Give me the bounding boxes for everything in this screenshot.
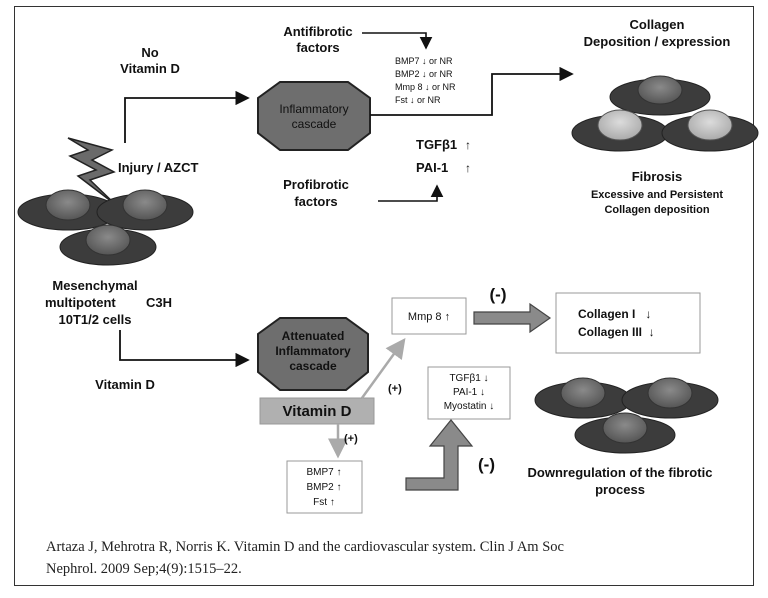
anti-factor-list: BMP7 ↓ or NR BMP2 ↓ or NR Mmp 8 ↓ or NR … — [395, 56, 456, 105]
attenuated-label-2: Inflammatory — [275, 344, 351, 358]
anti-item: BMP2 ↓ or NR — [395, 69, 453, 79]
bmp-item: BMP2 ↑ — [306, 482, 341, 493]
cell-cluster-injured — [17, 189, 194, 266]
tgf-label: TGFβ1 — [416, 137, 457, 152]
collagen-title: Collagen — [630, 17, 685, 32]
mmp8-label: Mmp 8 ↑ — [408, 311, 450, 323]
arrow-vitd-to-mmp8 — [360, 337, 406, 399]
cell-cluster-downregulated — [534, 377, 719, 454]
arrow-to-inflammatory — [124, 90, 250, 143]
inflammatory-label: Inflammatory — [279, 102, 348, 116]
pai-up-arrow: ↑ — [465, 161, 471, 175]
downregulation-label-2: process — [595, 482, 645, 497]
inflammatory-cascade-node — [257, 81, 371, 151]
inflammatory-label-2: cascade — [292, 117, 337, 131]
mmp8-box — [391, 297, 467, 335]
collagen-iii-label: Collagen III ↓ — [578, 325, 655, 339]
vitamin-d-bar-label: Vitamin D — [283, 403, 352, 420]
vitamin-d-label: Vitamin D — [95, 377, 155, 392]
arrow-profibrotic — [378, 184, 444, 202]
mid-factor-box — [427, 366, 511, 420]
cells-label-2: multipotent — [45, 295, 116, 310]
fibrosis-sub-2: Collagen deposition — [604, 204, 709, 216]
attenuated-label-1: Attenuated — [282, 329, 345, 343]
attenuated-label-3: cascade — [289, 359, 337, 373]
profibrotic-label-2: factors — [294, 194, 337, 209]
cell-cluster-fibrotic — [571, 75, 759, 152]
collagen-i-label: Collagen I ↓ — [578, 307, 651, 321]
no-vitamin-d-label-2: Vitamin D — [120, 61, 180, 76]
mid-item: PAI-1 ↓ — [453, 387, 485, 398]
injury-label: Injury / AZCT — [118, 160, 198, 175]
citation-line-2: Nephrol. 2009 Sep;4(9):1515–22. — [46, 561, 242, 577]
cells-label-2b: C3H — [146, 295, 172, 310]
mid-item: TGFβ1 ↓ — [449, 373, 488, 384]
cells-label-1: Mesenchymal — [52, 278, 137, 293]
vitamin-d-bar — [259, 397, 375, 425]
downregulation-label-1: Downregulation of the fibrotic — [528, 465, 713, 480]
plus-label-2: (+) — [344, 433, 358, 445]
block-arrow-up — [405, 419, 474, 491]
antifibrotic-label: Antifibrotic — [283, 24, 352, 39]
profibrotic-label: Profibrotic — [283, 177, 349, 192]
bmp-box — [286, 460, 363, 514]
bmp-item: BMP7 ↑ — [306, 467, 341, 478]
plus-label-1: (+) — [388, 383, 402, 395]
pai-label: PAI-1 — [416, 160, 448, 175]
citation-line-1: Artaza J, Mehrotra R, Norris K. Vitamin … — [46, 539, 564, 555]
collagen-title-2: Deposition / expression — [584, 34, 731, 49]
fibrosis-label: Fibrosis — [632, 169, 683, 184]
bmp-item: Fst ↑ — [313, 497, 335, 508]
cells-label-3: 10T1/2 cells — [59, 312, 132, 327]
minus-label-2: (-) — [478, 455, 495, 474]
antifibrotic-label-2: factors — [296, 40, 339, 55]
collagen-box — [555, 292, 701, 354]
mid-item: Myostatin ↓ — [444, 401, 495, 412]
arrow-to-collagen — [370, 66, 574, 116]
attenuated-cascade-node — [257, 317, 369, 391]
arrow-to-attenuated — [119, 330, 250, 368]
anti-item: Mmp 8 ↓ or NR — [395, 82, 456, 92]
anti-item: Fst ↓ or NR — [395, 95, 441, 105]
anti-item: BMP7 ↓ or NR — [395, 56, 453, 66]
minus-label-1: (-) — [490, 285, 507, 304]
fibrosis-sub-1: Excessive and Persistent — [591, 189, 723, 201]
no-vitamin-d-label: No — [141, 45, 158, 60]
tgf-up-arrow: ↑ — [465, 138, 471, 152]
arrow-antifibrotic — [362, 32, 433, 50]
block-arrow-to-collagen — [473, 302, 552, 334]
